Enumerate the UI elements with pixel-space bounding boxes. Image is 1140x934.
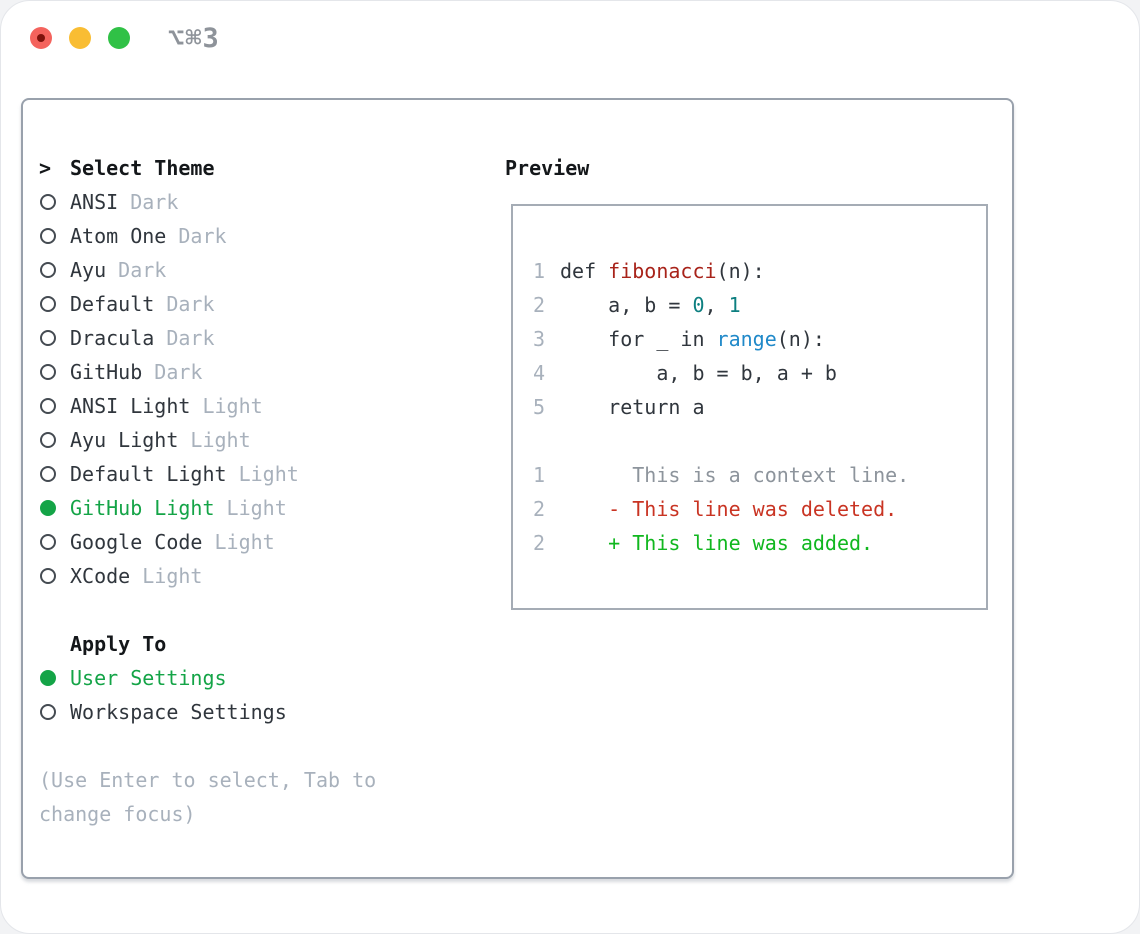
- preview-line: 2 - This line was deleted.: [533, 492, 909, 526]
- theme-name: Ayu Light: [70, 428, 179, 452]
- theme-option-google-code[interactable]: Google Code Light: [39, 525, 376, 559]
- theme-variant-label: Light: [214, 496, 287, 520]
- theme-option-github[interactable]: GitHub Dark: [39, 355, 376, 389]
- line-number: 4: [533, 361, 546, 385]
- theme-list-header: > Select Theme: [39, 151, 376, 185]
- theme-option-ansi[interactable]: ANSI Dark: [39, 185, 376, 219]
- preview-line: 5 return a: [533, 390, 909, 424]
- theme-name: Default: [70, 292, 155, 316]
- apply-option-label: Workspace Settings: [70, 700, 287, 724]
- preview-line: 2 a, b = 0, 1: [533, 288, 909, 322]
- preview-line: 4 a, b = b, a + b: [533, 356, 909, 390]
- theme-variant-label: Light: [130, 564, 203, 588]
- radio-unselected-icon: [40, 193, 56, 210]
- preview-title: Preview: [505, 156, 590, 180]
- theme-variant-label: Light: [202, 530, 275, 554]
- hint-line: change focus): [39, 802, 196, 826]
- apply-option-label: User Settings: [70, 666, 227, 690]
- theme-option-ansi-light[interactable]: ANSI Light Light: [39, 389, 376, 423]
- theme-option-ayu-light[interactable]: Ayu Light Light: [39, 423, 376, 457]
- theme-list-title: Select Theme: [70, 156, 215, 180]
- theme-name: Default Light: [70, 462, 227, 486]
- theme-variant-label: Dark: [154, 326, 215, 350]
- theme-name: Google Code: [70, 530, 203, 554]
- line-number: 5: [533, 395, 546, 419]
- theme-option-dracula[interactable]: Dracula Dark: [39, 321, 376, 355]
- preview-line: 1 This is a context line.: [533, 458, 909, 492]
- theme-name: GitHub Light: [70, 496, 215, 520]
- theme-variant-label: Dark: [142, 360, 203, 384]
- radio-selected-icon: [40, 669, 56, 686]
- theme-variant-label: Dark: [106, 258, 167, 282]
- theme-variant-label: Light: [178, 428, 251, 452]
- titlebar: ⌥⌘3: [1, 1, 1139, 75]
- theme-variant-label: Light: [190, 394, 263, 418]
- hint-text: (Use Enter to select, Tab to change focu…: [39, 763, 376, 831]
- radio-unselected-icon: [40, 295, 56, 312]
- radio-unselected-icon: [40, 465, 56, 482]
- hint-line: (Use Enter to select, Tab to: [39, 768, 377, 792]
- radio-unselected-icon: [40, 533, 56, 550]
- theme-name: Ayu: [70, 258, 107, 282]
- window-title: ⌥⌘3: [168, 22, 220, 54]
- theme-option-xcode[interactable]: XCode Light: [39, 559, 376, 593]
- theme-variant-label: Dark: [166, 224, 227, 248]
- radio-unselected-icon: [40, 431, 56, 448]
- apply-option-user-settings[interactable]: User Settings: [39, 661, 376, 695]
- theme-variant-label: Dark: [154, 292, 215, 316]
- preview-line: 2 + This line was added.: [533, 526, 909, 560]
- preview-line: [533, 424, 909, 458]
- apply-to-title: Apply To: [70, 632, 167, 656]
- theme-variant-label: Dark: [118, 190, 179, 214]
- theme-name: GitHub: [70, 360, 143, 384]
- line-number: 2: [533, 497, 546, 521]
- radio-unselected-icon: [40, 703, 56, 720]
- radio-unselected-icon: [40, 363, 56, 380]
- theme-option-github-light[interactable]: GitHub Light Light: [39, 491, 376, 525]
- close-button[interactable]: [30, 27, 52, 49]
- radio-unselected-icon: [40, 227, 56, 244]
- theme-name: XCode: [70, 564, 131, 588]
- theme-name: Atom One: [70, 224, 167, 248]
- theme-variant-label: Light: [226, 462, 299, 486]
- radio-unselected-icon: [40, 397, 56, 414]
- theme-name: Dracula: [70, 326, 155, 350]
- theme-option-default[interactable]: Default Dark: [39, 287, 376, 321]
- line-number: 2: [533, 293, 546, 317]
- line-number: 2: [533, 531, 546, 555]
- line-number: 1: [533, 259, 546, 283]
- zoom-button[interactable]: [108, 27, 130, 49]
- preview-line: 3 for _ in range(n):: [533, 322, 909, 356]
- radio-unselected-icon: [40, 567, 56, 584]
- theme-option-default-light[interactable]: Default Light Light: [39, 457, 376, 491]
- theme-option-atom-one[interactable]: Atom One Dark: [39, 219, 376, 253]
- radio-selected-icon: [40, 499, 56, 516]
- minimize-button[interactable]: [69, 27, 91, 49]
- radio-unselected-icon: [40, 329, 56, 346]
- line-number: 1: [533, 463, 546, 487]
- line-number: 3: [533, 327, 546, 351]
- apply-to-header: Apply To: [39, 627, 376, 661]
- theme-name: ANSI: [70, 190, 119, 214]
- theme-option-ayu[interactable]: Ayu Dark: [39, 253, 376, 287]
- apply-option-workspace-settings[interactable]: Workspace Settings: [39, 695, 376, 729]
- selection-caret-icon: >: [39, 156, 52, 180]
- radio-unselected-icon: [40, 261, 56, 278]
- theme-name: ANSI Light: [70, 394, 191, 418]
